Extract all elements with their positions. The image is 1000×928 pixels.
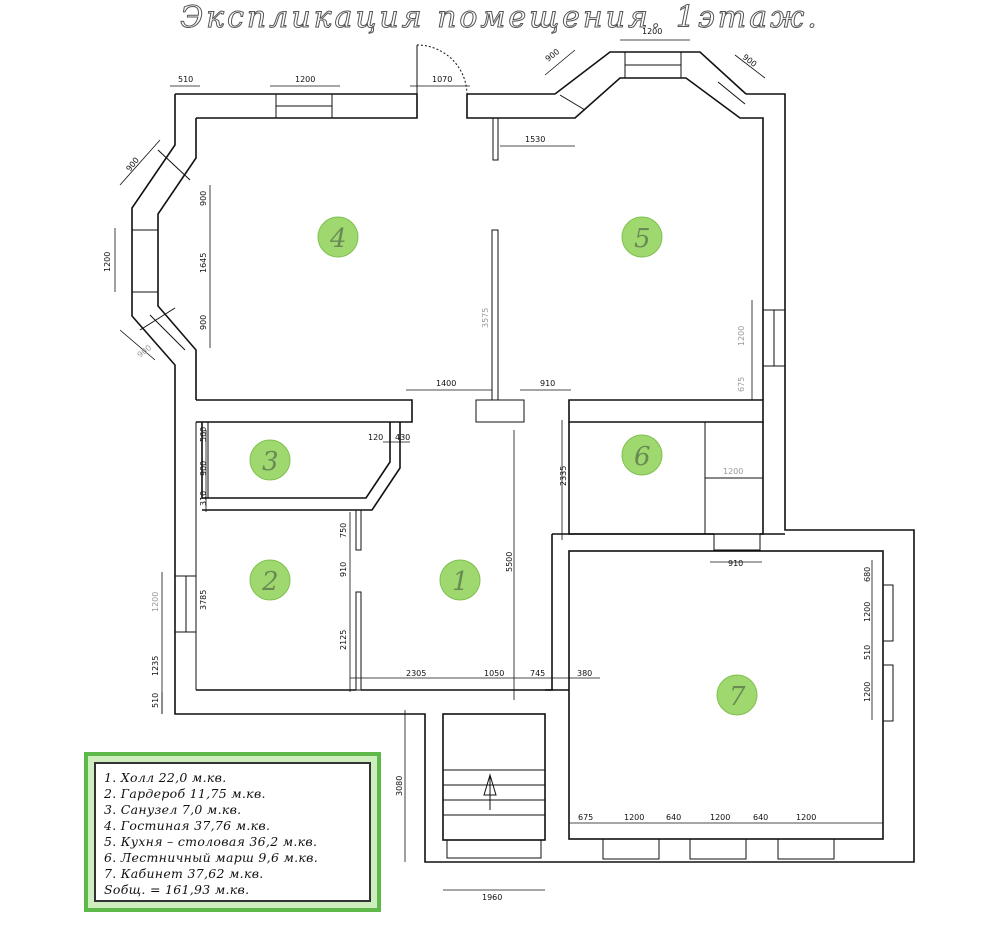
dim-label: 3575 [481, 308, 490, 328]
legend-item: 1. Холл 22,0 м.кв. [104, 770, 227, 785]
dim-label: 1070 [432, 75, 452, 84]
room-6-number: 6 [634, 442, 651, 472]
dim-label: 675 [737, 377, 746, 392]
room-7-badge [716, 674, 758, 716]
room-5-number: 5 [634, 224, 651, 254]
wall-mid-east [568, 399, 764, 423]
room-4-badge [317, 216, 359, 258]
room-2-badge [249, 559, 291, 601]
room-badges: 1 2 3 4 5 6 7 [249, 216, 758, 716]
legend-box: 1. Холл 22,0 м.кв. 2. Гардероб 11,75 м.к… [84, 752, 381, 912]
wall-west-bay [131, 93, 915, 863]
room-1-badge [439, 559, 481, 601]
dim-label: 2125 [339, 630, 348, 650]
dim-label: 3080 [395, 776, 404, 796]
dim-label: 745 [530, 669, 545, 678]
legend-item: 3. Санузел 7,0 м.кв. [104, 802, 242, 817]
dim-label: 1530 [525, 135, 545, 144]
dim-label: 750 [339, 523, 348, 538]
room-4-number: 4 [329, 224, 347, 254]
dim-label: 5500 [505, 552, 514, 572]
dimension-lines [114, 39, 883, 891]
wall-west-bay-inner [157, 118, 197, 400]
dim-label: 900 [199, 191, 208, 206]
wall-north-east-inner [466, 77, 764, 400]
dim-label: 2305 [406, 669, 426, 678]
dim-label: 675 [578, 813, 593, 822]
legend-item: 6. Лестничный марш 9,6 м.кв. [104, 850, 319, 865]
legend-total: Sобщ. = 161,93 м.кв. [104, 882, 250, 897]
dim-label: 310 [199, 491, 208, 506]
dim-label: 3785 [199, 590, 208, 610]
dim-label: 640 [753, 813, 768, 822]
dim-label: 560 [199, 427, 208, 442]
dim-label: 120 [368, 433, 383, 442]
wall-mid-west [196, 399, 413, 423]
wall-room-3 [201, 422, 391, 499]
dim-label: 680 [863, 567, 872, 582]
dim-label: 1200 [295, 75, 315, 84]
room-1-number: 1 [452, 567, 469, 597]
room-7-number: 7 [729, 682, 746, 712]
dim-label: 1200 [863, 682, 872, 702]
stair-arrow-icon [483, 773, 497, 796]
dim-label: 510 [863, 645, 872, 660]
legend-item: 4. Гостиная 37,76 м.кв. [104, 818, 271, 833]
door-swing-icon [416, 44, 468, 95]
dim-label: 900 [544, 47, 562, 64]
room-5-badge [621, 216, 663, 258]
dim-label: 1200 [624, 813, 644, 822]
dim-label: 1200 [642, 27, 662, 36]
room-6-badge [621, 434, 663, 476]
dim-label: 510 [151, 693, 160, 708]
stair-block [442, 713, 546, 841]
wall-north-east [467, 51, 747, 95]
dim-label: 2335 [559, 466, 568, 486]
room-3-number: 3 [262, 447, 279, 477]
legend-inner: 1. Холл 22,0 м.кв. 2. Гардероб 11,75 м.к… [94, 762, 371, 902]
dim-label: 1200 [796, 813, 816, 822]
dim-label: 1200 [710, 813, 730, 822]
legend-item: 7. Кабинет 37,62 м.кв. [104, 866, 264, 881]
dim-label: 430 [395, 433, 410, 442]
dim-label: 910 [728, 559, 743, 568]
dim-label: 1200 [103, 252, 112, 272]
dim-label: 1400 [436, 379, 456, 388]
dim-label: 900 [199, 315, 208, 330]
room-3-badge [249, 439, 291, 481]
room-2-number: 2 [261, 567, 279, 597]
dim-label: 1200 [863, 602, 872, 622]
plan-title: Экспликация помещения. 1этаж. [180, 0, 820, 36]
dim-label: 1960 [482, 893, 502, 902]
dim-label: 1645 [199, 253, 208, 273]
dim-label: 1235 [151, 656, 160, 676]
dim-label: 910 [339, 562, 348, 577]
dim-label: 900 [199, 461, 208, 476]
dimension-labels: 510 1200 1070 900 1200 900 1530 900 1200… [103, 27, 872, 902]
dim-label: 380 [577, 669, 592, 678]
dim-label: 1200 [737, 326, 746, 346]
dim-label: 910 [540, 379, 555, 388]
wall-room-7 [545, 534, 553, 691]
dim-label: 1050 [484, 669, 504, 678]
legend-item: 2. Гардероб 11,75 м.кв. [104, 786, 266, 801]
walls [131, 44, 915, 863]
dim-label: 1200 [151, 592, 160, 612]
dim-label: 510 [178, 75, 193, 84]
dim-label: 640 [666, 813, 681, 822]
dim-label: 1200 [723, 467, 743, 476]
legend-item: 5. Кухня – столовая 36,2 м.кв. [104, 834, 318, 849]
